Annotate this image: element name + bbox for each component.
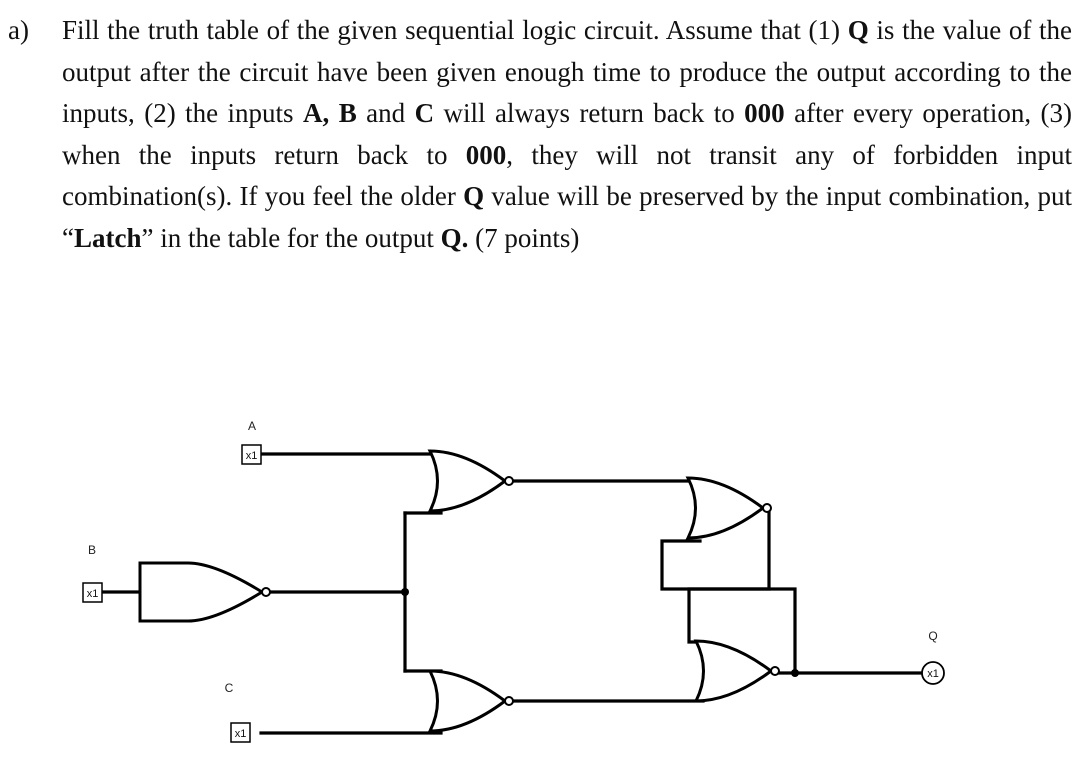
nor-gate-1-icon [427,449,514,513]
bold-q: Q. [440,222,469,253]
not-gate-icon [138,561,271,623]
junction-dot [791,669,799,677]
nor-gate-4-icon [693,639,780,703]
bold-c: C [414,98,435,128]
input-c-box[interactable] [230,722,251,743]
input-c-box-text: x1 [235,728,247,740]
text-part: Fill the truth table of the given sequen… [62,15,848,45]
input-b-box-text: x1 [87,588,99,600]
text-part: after every operation, (3) when the inpu… [62,98,1073,170]
bold-q: Q [847,15,869,45]
input-b-box[interactable] [82,582,103,603]
nor-gate-2-icon [427,669,514,733]
output-q-probe[interactable] [921,661,945,685]
bold-a: A, [303,98,330,128]
output-q-probe-text: x1 [927,668,939,680]
text-part: (7 points) [468,222,580,253]
wire-nor4-feedback [687,587,797,675]
text-part: , they will not transit any of forbidden… [62,139,1072,212]
text-part: is the value of the output after the cir… [62,15,1072,128]
output-q-label: Q [928,629,937,643]
bold-latch: Latch [73,222,142,253]
bold-q: Q [463,181,485,211]
input-a-label: A [248,419,256,433]
input-a-box-text: x1 [246,450,258,462]
text-part: value will be preserved by the input com… [62,181,1072,253]
junction-dot [401,588,409,596]
text-part: and [356,98,415,128]
input-a-box[interactable] [241,444,262,465]
question-text: a) Fill the truth table of the given seq… [8,10,1072,259]
bold-000: 000 [465,139,507,170]
input-b-label: B [88,543,96,557]
nor-gate-3-icon [685,476,772,540]
input-c-label: C [225,681,234,695]
bold-b: B [338,98,357,128]
question-body: Fill the truth table of the given sequen… [62,10,1072,259]
bold-000: 000 [744,98,785,128]
wire-nor3-feedback [660,508,771,591]
question-label: a) [8,15,29,45]
text-part: will always return back to [434,98,745,128]
text-part: ” in the table for the output [141,222,441,253]
junctions [401,588,799,677]
wires [102,452,924,735]
